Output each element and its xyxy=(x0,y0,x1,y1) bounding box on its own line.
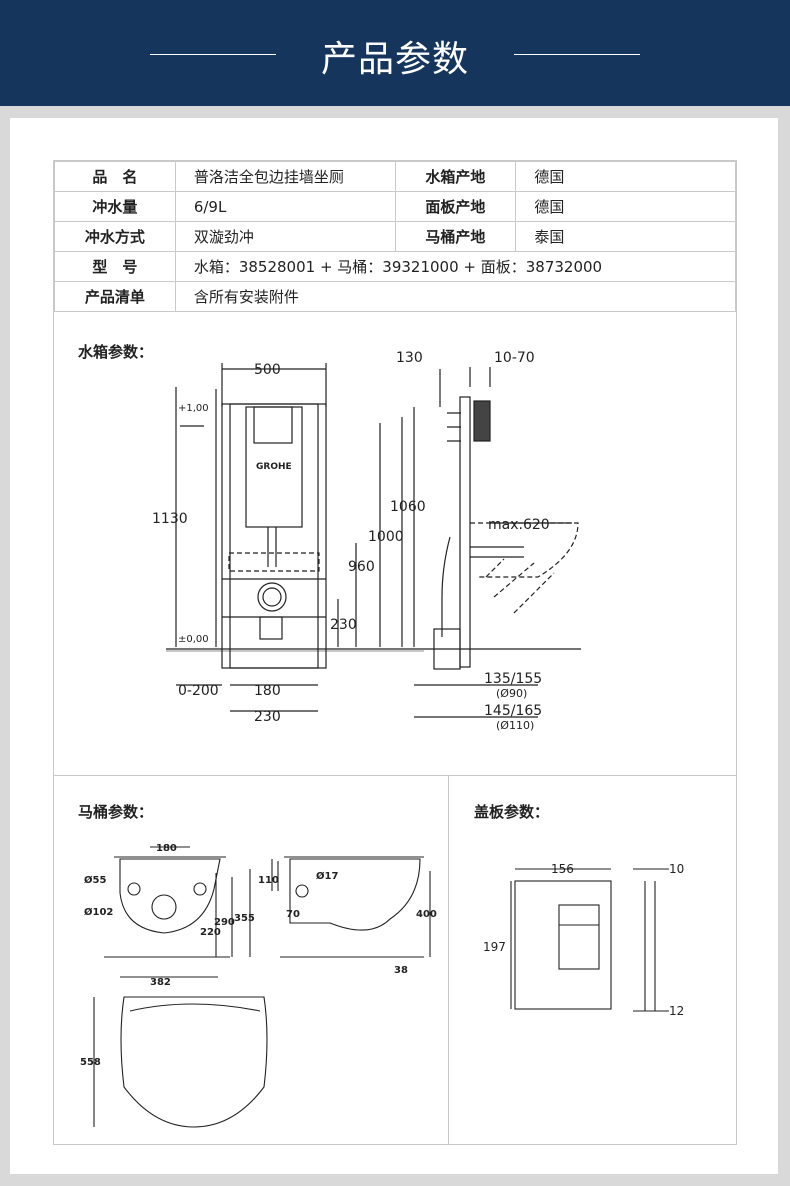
list-value: 含所有安装附件 xyxy=(174,281,737,312)
spec-value: 德国 xyxy=(515,191,736,222)
dim-230b: 230 xyxy=(254,709,281,725)
dim-145-165: 145/165 xyxy=(484,703,542,719)
dim-max620: max.620 xyxy=(488,517,550,533)
spec-key: 冲水方式 xyxy=(54,221,176,252)
tank-diagram: 500 130 10-70 +1,00 ±0,00 1130 1060 1000… xyxy=(152,350,581,732)
dim-d55: Ø55 xyxy=(84,874,106,886)
toilet-diagram: 180 Ø55 Ø102 220 290 355 382 558 110 Ø17… xyxy=(80,843,437,1128)
dim-230: 230 xyxy=(330,617,357,633)
spec-key: 面板产地 xyxy=(394,191,517,222)
dim-135-155: 135/155 xyxy=(484,671,542,687)
section-divider-h xyxy=(54,775,736,776)
dim-220: 220 xyxy=(200,927,221,938)
spec-value: 普洛洁全包边挂墙坐厕 xyxy=(174,161,396,192)
spec-value: 6/9L xyxy=(174,191,396,222)
dim-382: 382 xyxy=(150,977,171,988)
dim-960: 960 xyxy=(348,559,375,575)
header-line-left xyxy=(150,54,276,55)
table-row: 冲水方式 双漩劲冲 马桶产地 泰国 xyxy=(54,221,736,252)
plate-diagram: 156 197 10 12 xyxy=(483,862,684,1018)
spec-key: 马桶产地 xyxy=(394,221,517,252)
table-row: 型 号 水箱：38528001 + 马桶：39321000 + 面板：38732… xyxy=(54,251,737,282)
dim-d110: (Ø110) xyxy=(496,719,534,732)
spec-value: 泰国 xyxy=(515,221,736,252)
dim-130: 130 xyxy=(396,350,423,366)
spec-value: 双漩劲冲 xyxy=(174,221,396,252)
dim-zero: ±0,00 xyxy=(178,634,209,645)
dim-d17: Ø17 xyxy=(316,870,338,882)
dim-10: 10 xyxy=(669,862,684,876)
dim-180: 180 xyxy=(156,843,177,854)
dim-180: 180 xyxy=(254,683,281,699)
spec-value: 德国 xyxy=(515,161,736,192)
section-divider-v xyxy=(448,775,449,1144)
dim-70: 70 xyxy=(286,909,300,920)
dim-d102: Ø102 xyxy=(84,906,113,918)
spec-key: 品 名 xyxy=(54,161,176,192)
dim-1000: 1000 xyxy=(368,529,404,545)
dim-197: 197 xyxy=(483,940,506,954)
page-title: 产品参数 xyxy=(320,39,469,80)
spec-key: 水箱产地 xyxy=(394,161,517,192)
header-line-right xyxy=(514,54,640,55)
dim-1060: 1060 xyxy=(390,499,426,515)
spec-key: 产品清单 xyxy=(54,281,176,312)
dim-558: 558 xyxy=(80,1057,101,1068)
model-value: 水箱：38528001 + 马桶：39321000 + 面板：38732000 xyxy=(174,251,737,282)
toilet-section-label: 马桶参数： xyxy=(78,803,154,821)
spec-key: 型 号 xyxy=(54,251,176,282)
table-row: 产品清单 含所有安装附件 xyxy=(54,281,737,312)
dim-0-200: 0-200 xyxy=(178,683,219,699)
table-row: 品 名 普洛洁全包边挂墙坐厕 水箱产地 德国 xyxy=(54,161,736,192)
table-row: 冲水量 6/9L 面板产地 德国 xyxy=(54,191,736,222)
tank-section-label: 水箱参数： xyxy=(78,343,154,361)
plate-section-label: 盖板参数： xyxy=(474,803,550,821)
spec-frame: 品 名 普洛洁全包边挂墙坐厕 水箱产地 德国 冲水量 6/9L 面板产地 德国 … xyxy=(53,160,737,1145)
content-sheet: 品 名 普洛洁全包边挂墙坐厕 水箱产地 德国 冲水量 6/9L 面板产地 德国 … xyxy=(10,118,778,1174)
brand-mark: GROHE xyxy=(256,462,292,472)
dim-10-70: 10-70 xyxy=(494,350,535,366)
dim-110: 110 xyxy=(258,875,279,886)
dim-1130: 1130 xyxy=(152,511,188,527)
dim-400: 400 xyxy=(416,909,437,920)
page-header: 产品参数 xyxy=(0,0,790,106)
dim-plus-1: +1,00 xyxy=(178,403,209,414)
spec-table: 品 名 普洛洁全包边挂墙坐厕 水箱产地 德国 冲水量 6/9L 面板产地 德国 … xyxy=(54,161,737,312)
dim-12: 12 xyxy=(669,1004,684,1018)
dim-500: 500 xyxy=(254,362,281,378)
dim-38: 38 xyxy=(394,965,408,976)
dim-290: 290 xyxy=(214,917,235,928)
dim-156: 156 xyxy=(551,862,574,876)
spec-key: 冲水量 xyxy=(54,191,176,222)
dim-d90: (Ø90) xyxy=(496,687,527,700)
dim-355: 355 xyxy=(234,913,255,924)
